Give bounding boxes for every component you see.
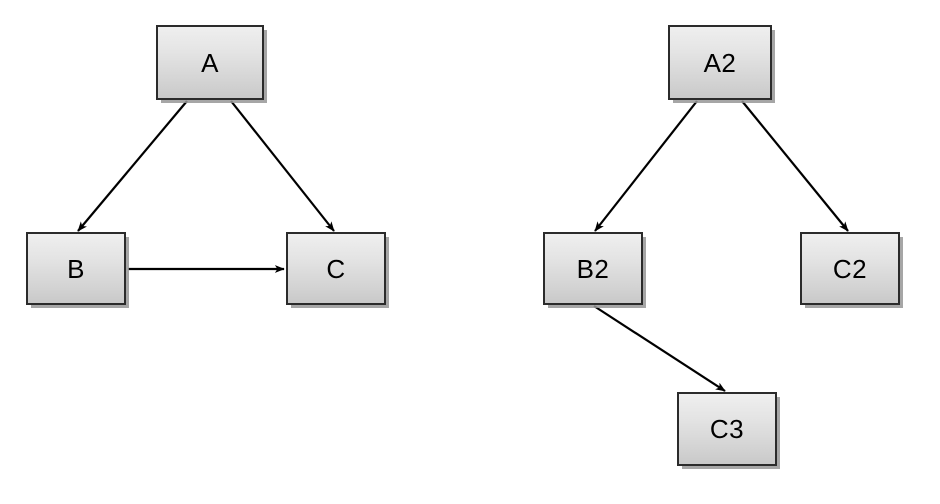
node-label-c2: C2 — [832, 253, 868, 284]
edge-a2-c2[interactable] — [741, 100, 849, 232]
node-label-a: A — [201, 47, 219, 78]
node-label-a2: A2 — [703, 47, 737, 78]
node-label-b: B — [67, 253, 85, 284]
node-c[interactable]: C — [286, 232, 386, 305]
node-label-b2: B2 — [576, 253, 610, 284]
edges-group — [77, 100, 849, 392]
node-c3[interactable]: C3 — [677, 392, 777, 466]
edge-a-b[interactable] — [77, 100, 188, 232]
edge-a2-b2[interactable] — [594, 100, 698, 232]
node-b2[interactable]: B2 — [543, 232, 643, 305]
node-a2[interactable]: A2 — [668, 25, 772, 100]
edge-b2-c3[interactable] — [593, 305, 726, 392]
node-c2[interactable]: C2 — [800, 232, 900, 305]
node-a[interactable]: A — [156, 25, 264, 100]
node-label-c3: C3 — [709, 414, 745, 444]
node-b[interactable]: B — [26, 232, 126, 305]
edge-a-c[interactable] — [230, 100, 335, 232]
node-label-c: C — [326, 253, 346, 284]
